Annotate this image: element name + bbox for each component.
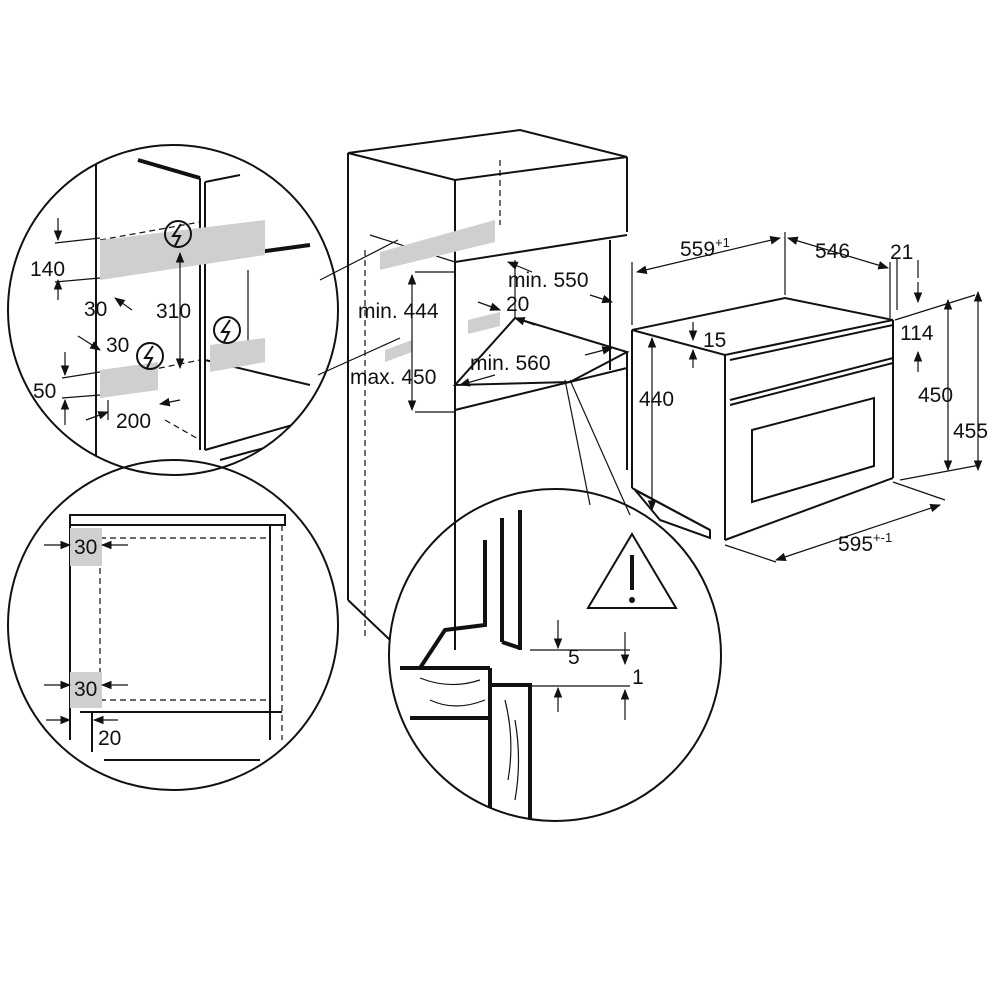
oven-width-label: 559+1 (680, 235, 730, 261)
dim-30-upper-label: 30 (84, 298, 107, 321)
niche-gap-label: 20 (506, 293, 529, 316)
front-gap-label: 20 (98, 727, 121, 750)
dim-200-label: 200 (116, 410, 151, 433)
cabinet-drawing: min. 550 20 min. 444 min. 560 max. 450 (317, 128, 631, 650)
dim-50-label: 50 (33, 380, 56, 403)
oven-top-gap-label: 15 (703, 329, 726, 352)
warning-triangle-icon (586, 532, 678, 609)
niche-max-height-label: max. 450 (350, 366, 436, 389)
detail-circle-top-left: 140 30 310 30 50 200 (7, 144, 339, 476)
detail-circle-bottom-left: 30 30 20 (7, 459, 339, 791)
dim-30-lower-label: 30 (106, 334, 129, 357)
oven-height-front-label: 450 (918, 384, 953, 407)
dim-140-label: 140 (30, 258, 65, 281)
oven-panel-label: 114 (900, 322, 934, 345)
gap-5-label: 5 (568, 646, 580, 669)
electrical-hazard-icon (136, 342, 164, 370)
oven-offset-label: 21 (890, 241, 913, 264)
niche-height-label: min. 550 (508, 269, 589, 292)
oven-depth-label: 546 (815, 240, 850, 263)
detail-circle-bottom-center: 5 1 (388, 488, 722, 822)
gap-1-label: 1 (632, 666, 644, 689)
oven-height-total-label: 455 (953, 420, 988, 443)
electrical-hazard-icon (164, 220, 192, 248)
niche-min-height-label: min. 444 (358, 300, 439, 323)
side-gap-lower-label: 30 (74, 678, 97, 701)
side-gap-upper-label: 30 (74, 536, 97, 559)
electrical-hazard-icon (213, 316, 241, 344)
oven-height-left-label: 440 (639, 388, 674, 411)
dim-310-label: 310 (156, 300, 191, 323)
oven-drawing: 559+1 546 21 15 440 114 450 455 595+-1 (631, 232, 988, 563)
niche-width-label: min. 560 (470, 352, 551, 375)
oven-front-width-label: 595+-1 (838, 530, 892, 556)
